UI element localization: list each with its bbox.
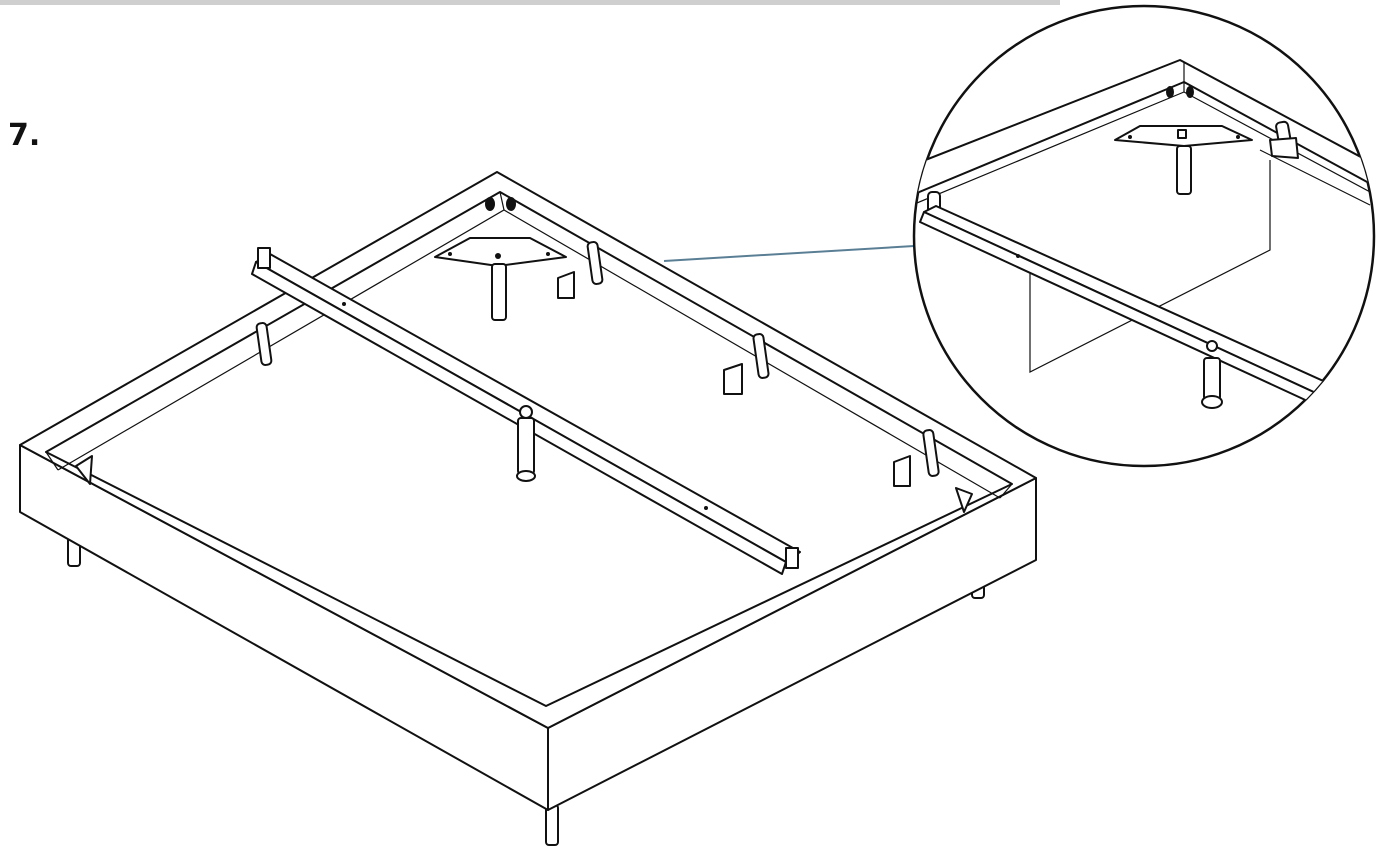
detail-leader-line bbox=[663, 245, 915, 262]
step-number: 7. bbox=[8, 118, 41, 153]
center-support-rail bbox=[251, 247, 801, 575]
slotted-brackets bbox=[255, 241, 940, 477]
angle-brackets bbox=[75, 271, 973, 513]
magnified-detail-view bbox=[912, 4, 1376, 468]
corner-bracket-plate bbox=[434, 237, 567, 267]
cropped-header-strip bbox=[0, 0, 1060, 5]
bed-frame bbox=[19, 171, 1037, 846]
